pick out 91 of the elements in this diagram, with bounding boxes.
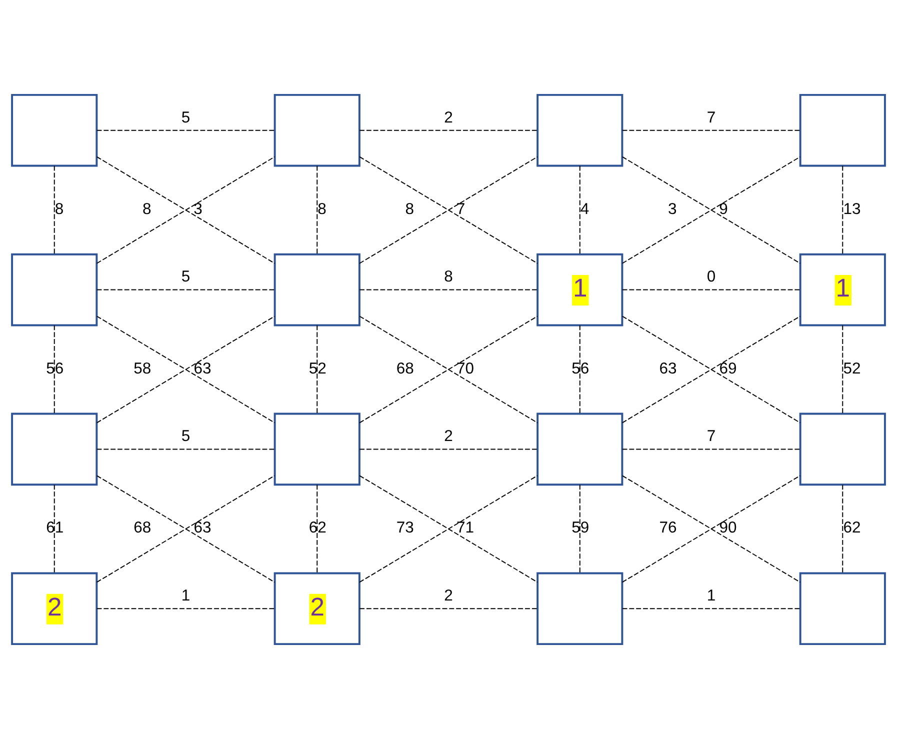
connector: [54, 484, 55, 574]
edge-label: 68: [134, 520, 152, 537]
edge-label: 9: [719, 200, 728, 218]
node-box: [274, 94, 360, 167]
edge-label: 71: [456, 520, 474, 537]
connector: [54, 324, 55, 414]
edge-label: 5: [181, 109, 190, 126]
connector: [622, 289, 801, 290]
node-box: [536, 412, 624, 486]
connector: [96, 156, 276, 264]
edge-label: 61: [46, 520, 64, 537]
connector: [359, 448, 538, 450]
connector: [622, 608, 801, 610]
connector: [316, 484, 318, 574]
connector: [96, 130, 276, 131]
edge-label: 58: [134, 360, 152, 378]
connector: [622, 156, 801, 264]
connector: [359, 130, 538, 131]
edge-label: 70: [456, 360, 474, 378]
edge-label: 5: [181, 428, 190, 446]
edge-label: 73: [396, 520, 414, 537]
edge-label: 3: [194, 200, 202, 218]
node-box: [274, 253, 360, 326]
connector: [622, 316, 801, 424]
edge-label: 7: [706, 109, 716, 126]
node-box: [11, 412, 98, 486]
edge-label: 2: [444, 588, 453, 605]
edge-label: 1: [181, 588, 190, 605]
edge-label: 56: [572, 360, 590, 378]
node-box: [11, 94, 98, 167]
node-box: 2: [11, 572, 98, 646]
edge-label: 52: [308, 360, 326, 378]
edge-label: 52: [843, 360, 861, 378]
edge-label: 8: [318, 200, 326, 218]
edge-label: 68: [396, 360, 414, 378]
edge-label: 59: [572, 520, 590, 537]
edge-label: 13: [843, 200, 861, 218]
connector: [96, 608, 276, 610]
edge-label: 8: [54, 200, 64, 218]
edge-label: 7: [456, 200, 466, 218]
edge-label: 69: [719, 360, 737, 378]
node-box: [799, 572, 886, 646]
connector: [359, 316, 538, 424]
connector: [96, 289, 276, 290]
node-box: 1: [799, 253, 886, 326]
edge-label: 8: [142, 200, 152, 218]
connector: [359, 156, 538, 264]
edge-label: 8: [444, 268, 453, 286]
connector: [359, 475, 538, 583]
edge-label: 8: [405, 200, 414, 218]
connector: [54, 165, 55, 255]
connector: [622, 130, 801, 131]
connector: [622, 475, 801, 583]
node-box: [274, 412, 360, 486]
edge-label: 5: [181, 268, 190, 286]
connector: [96, 448, 276, 450]
connector: [842, 484, 844, 574]
connector: [359, 289, 538, 290]
edge-label: 63: [194, 360, 212, 378]
node-box: [11, 253, 98, 326]
edge-label: 63: [194, 520, 212, 537]
edge-label: 56: [46, 360, 64, 378]
node-box: [536, 94, 624, 167]
node-box: [799, 412, 886, 486]
connector: [579, 324, 580, 414]
edge-label: 7: [706, 428, 716, 446]
edge-label: 62: [308, 520, 326, 537]
connector: [579, 484, 580, 574]
connector: [316, 324, 318, 414]
connector: [359, 608, 538, 610]
edge-label: 2: [444, 109, 453, 126]
node-box: 2: [274, 572, 360, 646]
node-box: [536, 572, 624, 646]
edge-label: 1: [706, 588, 716, 605]
edge-label: 3: [668, 200, 677, 218]
edge-label: 4: [580, 200, 590, 218]
edge-label: 90: [719, 520, 737, 537]
connector: [96, 316, 276, 424]
node-box: 1: [536, 253, 624, 326]
edge-label: 2: [444, 428, 453, 446]
edge-label: 0: [706, 268, 716, 286]
connector: [842, 165, 844, 255]
connector: [96, 475, 276, 583]
connector: [622, 448, 801, 450]
connector: [316, 165, 318, 255]
connector: [579, 165, 580, 255]
edge-label: 76: [659, 520, 677, 537]
edge-label: 63: [659, 360, 677, 378]
node-box: [799, 94, 886, 167]
connector: [842, 324, 844, 414]
edge-label: 62: [843, 520, 861, 537]
